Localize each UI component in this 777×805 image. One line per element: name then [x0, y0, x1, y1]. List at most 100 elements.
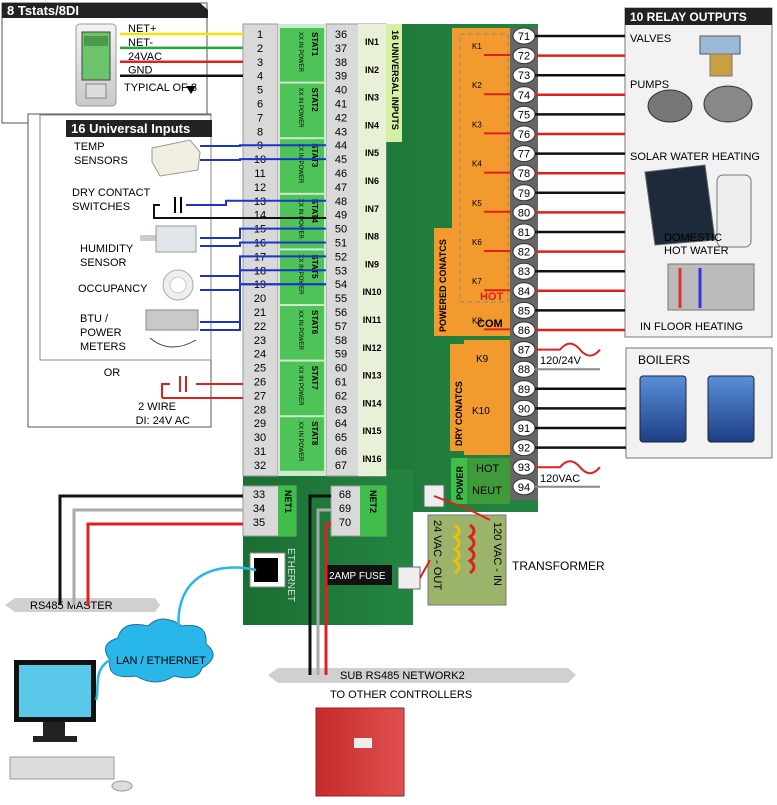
universal-input-label: POWER [80, 327, 122, 339]
universal-input-label: DRY CONTACT [72, 187, 151, 199]
universal-input-label: METERS [80, 341, 126, 353]
relay-terminal-label: 72 [518, 51, 530, 63]
temp-sensor-icon [151, 139, 201, 177]
universal-input-label: SENSORS [74, 155, 128, 167]
tstat-wire-label: NET+ [128, 23, 156, 35]
universal-input-label: HUMIDITY [80, 243, 134, 255]
mid-terminal-label: 65 [335, 432, 347, 444]
stat-sub-label: XX IN POWER [297, 199, 303, 240]
net2-label: NET2 [368, 490, 378, 513]
stat-tag [280, 250, 324, 304]
ethernet-cable [94, 658, 111, 701]
rs485-cable [72, 508, 243, 605]
tstat-wire-label: NET- [128, 37, 153, 49]
dry-contacts-area [464, 340, 510, 455]
net2-terminal-label: 68 [339, 489, 351, 501]
left-terminal-label: 7 [257, 112, 263, 124]
left-terminal-label: 28 [254, 404, 266, 416]
solar-panel-icon [644, 164, 716, 246]
stat-tag [280, 139, 324, 193]
net1-tag [278, 486, 296, 536]
computer-icon[interactable] [14, 660, 96, 742]
left-terminal-label: 24 [254, 349, 266, 361]
input-channel-label: IN10 [362, 287, 381, 297]
universal-input-label: SWITCHES [72, 201, 130, 213]
universal-inputs-label: 16 UNIVERSAL INPUTS [390, 30, 400, 130]
relay-terminal-label: 80 [518, 207, 530, 219]
relay-terminal-label: 78 [518, 168, 530, 180]
device-label: IN FLOOR HEATING [640, 321, 743, 333]
keyboard-icon [9, 756, 115, 780]
left-terminal-label: 23 [254, 335, 266, 347]
stat-sub-label: XX IN POWER [297, 88, 303, 129]
stat-tag [280, 194, 324, 249]
relay-terminal-label: 76 [518, 129, 530, 141]
universal-title: 16 Universal Inputs [71, 121, 190, 136]
mid-terminal-label: 60 [335, 363, 347, 375]
mid-terminal-label: 54 [335, 279, 347, 291]
left-terminal-label: 14 [254, 210, 266, 222]
humidity-sensor-icon [140, 225, 197, 253]
ethernet-cable [177, 566, 257, 641]
mid-terminal-label: 38 [335, 57, 347, 69]
relay-k-label: K7 [472, 277, 482, 286]
relay-terminal-label: 84 [518, 286, 530, 298]
left-terminal-label: 29 [254, 418, 266, 430]
power-label: POWER [455, 465, 465, 500]
transformer-in-label: 120 VAC - IN [491, 522, 503, 586]
input-channel-label: IN13 [362, 371, 381, 381]
relay-terminal-label: 75 [518, 109, 530, 121]
input-channel-label: IN2 [365, 65, 379, 75]
ethernet-jack [254, 558, 278, 582]
dry-contacts-tag [450, 344, 466, 451]
relay-dashed-frame [459, 33, 509, 303]
relay-terminal-label: 87 [518, 345, 530, 357]
stat-label: STAT8 [310, 421, 319, 446]
device-label: HOT WATER [664, 245, 729, 257]
ethernet-label: ETHERNET [285, 548, 296, 602]
relay-terminal-label: 74 [518, 90, 530, 102]
relay-terminal-label: 86 [518, 325, 530, 337]
fuse-box [326, 565, 392, 585]
mid-terminal-label: 66 [335, 446, 347, 458]
left-terminal-label: 3 [257, 57, 263, 69]
left-terminal-label: 12 [254, 182, 266, 194]
rs485-master-label: RS485 MASTER [30, 600, 113, 612]
stat-label: STAT6 [310, 310, 319, 335]
sensor-wire [200, 227, 326, 239]
tstat-wire-label: GND [128, 65, 153, 77]
sensor-wire [200, 241, 326, 247]
mid-terminal-label: 55 [335, 293, 347, 305]
universal-input-label: TEMP [74, 141, 105, 153]
mid-terminal-label: 64 [335, 418, 347, 430]
net2-tag [360, 486, 386, 536]
relay-k9-label: K9 [476, 354, 489, 365]
universal-inputs-tag [386, 24, 402, 142]
hot-label: HOT [480, 291, 504, 303]
controller-device-icon [315, 707, 405, 797]
net2-cable [316, 508, 331, 675]
sensor-wire [200, 158, 326, 161]
input-channel-label: IN11 [363, 315, 382, 325]
relay-terminal-label: 77 [518, 149, 530, 161]
two-wire-sub-label: DI: 24V AC [136, 415, 190, 427]
sensor-wire [200, 144, 326, 147]
left-terminal-label: 30 [254, 432, 266, 444]
input-channel-label: IN3 [365, 93, 379, 103]
input-channel-label: IN1 [365, 37, 379, 47]
relay-k-label: K6 [472, 238, 482, 247]
two-wire-di-icon [179, 376, 187, 392]
universal-input-label: OCCUPANCY [78, 283, 148, 295]
stat-label: STAT1 [310, 32, 319, 57]
relay-terminal-label: 94 [518, 482, 530, 494]
transformer-out-label: 24 VAC - OUT [431, 520, 443, 590]
mouse-icon [111, 780, 133, 792]
floor-heating-manifold-icon [667, 263, 755, 311]
relay-terminal-label: 79 [518, 188, 530, 200]
left-terminal-block [242, 23, 279, 477]
stat-label: STAT7 [310, 366, 319, 391]
transformer-box [427, 514, 507, 606]
or-label: OR [104, 367, 121, 379]
tstat-title-bar [2, 3, 208, 18]
mid-terminal-label: 67 [335, 460, 347, 472]
